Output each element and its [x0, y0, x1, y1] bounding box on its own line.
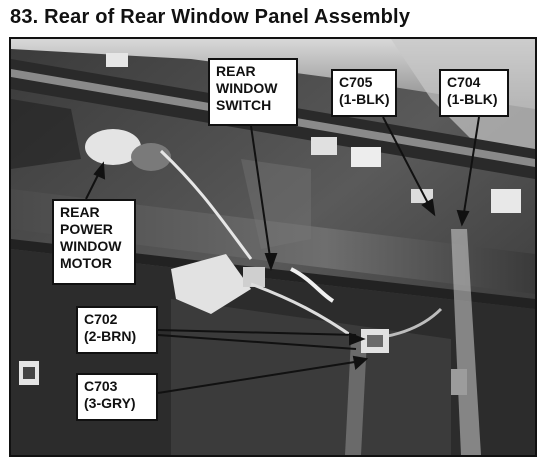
callout-line: (1-BLK) — [339, 91, 390, 107]
figure-title: 83. Rear of Rear Window Panel Assembly — [10, 6, 411, 28]
callout-line: C702 — [84, 311, 118, 327]
callout-line: REAR — [60, 204, 100, 220]
callout-line: C703 — [84, 378, 118, 394]
callout-line: SWITCH — [216, 97, 272, 113]
callout-line: REAR — [216, 63, 256, 79]
callout-line: MOTOR — [60, 255, 112, 271]
callout-c702: C702 (2-BRN) — [76, 306, 158, 354]
callout-line: POWER — [60, 221, 113, 237]
callout-c705: C705 (1-BLK) — [331, 69, 397, 117]
callout-line: (3-GRY) — [84, 395, 136, 411]
photo-frame: REAR WINDOW SWITCH C705 (1-BLK) C704 (1-… — [9, 37, 537, 457]
callout-c703: C703 (3-GRY) — [76, 373, 158, 421]
callout-line: C704 — [447, 74, 481, 90]
callout-rear-power-window-motor: REAR POWER WINDOW MOTOR — [52, 199, 136, 285]
callout-line: (2-BRN) — [84, 328, 137, 344]
callout-line: WINDOW — [60, 238, 122, 254]
callout-line: (1-BLK) — [447, 91, 498, 107]
callout-line: WINDOW — [216, 80, 278, 96]
callout-line: C705 — [339, 74, 373, 90]
callout-c704: C704 (1-BLK) — [439, 69, 509, 117]
callout-rear-window-switch: REAR WINDOW SWITCH — [208, 58, 298, 126]
